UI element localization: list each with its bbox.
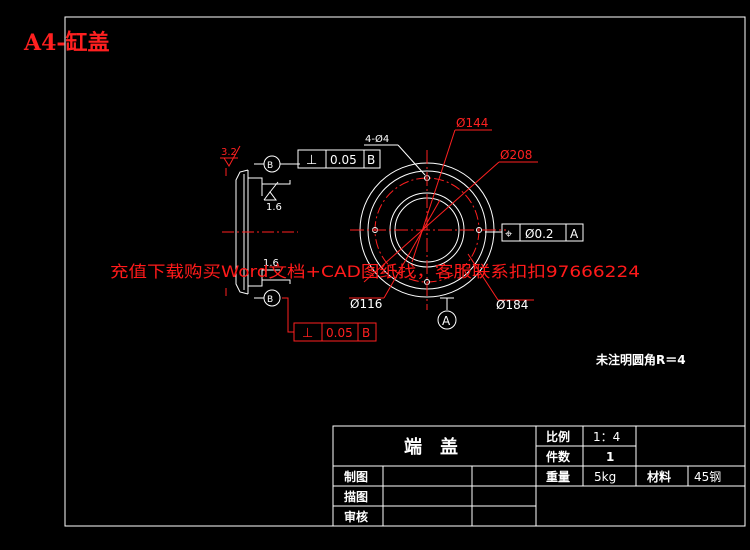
part-name: 端 盖 bbox=[404, 436, 458, 458]
count-value: 1 bbox=[606, 450, 614, 464]
scale-label: 比例 bbox=[546, 429, 570, 444]
svg-text:B: B bbox=[367, 153, 375, 167]
svg-text:B: B bbox=[267, 161, 273, 171]
title-block bbox=[332, 425, 746, 527]
dim-phi144: Ø144 bbox=[456, 116, 488, 130]
drawn-label: 制图 bbox=[344, 469, 368, 484]
dimension-leaders bbox=[349, 129, 538, 301]
svg-text:A: A bbox=[570, 227, 579, 241]
svg-text:B: B bbox=[267, 295, 273, 305]
svg-text:Ø0.2: Ø0.2 bbox=[525, 227, 554, 241]
roughness-1-6-a: 1.6 bbox=[263, 181, 282, 213]
tolerance-frame-right: ⌖ Ø0.2 A bbox=[485, 223, 584, 242]
sheet-title: A4-缸盖 bbox=[23, 30, 110, 56]
scale-value: 1：4 bbox=[593, 430, 620, 444]
checked-label: 审核 bbox=[344, 509, 368, 524]
roughness-1-6-b: 1.6 bbox=[262, 258, 280, 271]
svg-text:0.05: 0.05 bbox=[326, 326, 353, 340]
count-label: 件数 bbox=[546, 449, 571, 464]
svg-text:0.05: 0.05 bbox=[330, 153, 357, 167]
datum-a-symbol: A bbox=[437, 297, 457, 330]
datum-b-top: B bbox=[254, 155, 300, 173]
traced-label: 描图 bbox=[344, 489, 368, 504]
svg-text:3.2: 3.2 bbox=[221, 147, 237, 158]
tolerance-frame-bottom: ⊥ 0.05 B bbox=[282, 297, 377, 342]
svg-text:1.6: 1.6 bbox=[263, 258, 279, 269]
fillet-note: 未注明圆角R＝4 bbox=[595, 352, 686, 367]
material-value: 45钢 bbox=[694, 470, 721, 484]
svg-text:⌖: ⌖ bbox=[505, 227, 513, 242]
dim-phi116: Ø116 bbox=[350, 297, 382, 311]
watermark-text: 充值下载购买Word文档+CAD图纸找，客服联系扣扣97666224 bbox=[110, 262, 640, 281]
svg-text:⊥: ⊥ bbox=[306, 153, 317, 168]
weight-label: 重量 bbox=[546, 469, 570, 484]
dim-phi208: Ø208 bbox=[500, 148, 532, 162]
hole-leader bbox=[364, 144, 426, 176]
svg-text:A: A bbox=[442, 314, 451, 328]
roughness-3-2: 3.2 bbox=[220, 145, 241, 167]
datum-b-bottom: B bbox=[254, 289, 281, 307]
material-label: 材料 bbox=[646, 469, 671, 484]
svg-text:B: B bbox=[362, 326, 370, 340]
tolerance-frame-top: ⊥ 0.05 B bbox=[297, 149, 381, 169]
svg-text:1.6: 1.6 bbox=[266, 202, 282, 213]
dim-holes: 4-Ø4 bbox=[365, 133, 389, 145]
svg-text:⊥: ⊥ bbox=[302, 326, 313, 341]
dim-phi184: Ø184 bbox=[496, 298, 528, 312]
weight-value: 5kg bbox=[594, 470, 616, 484]
